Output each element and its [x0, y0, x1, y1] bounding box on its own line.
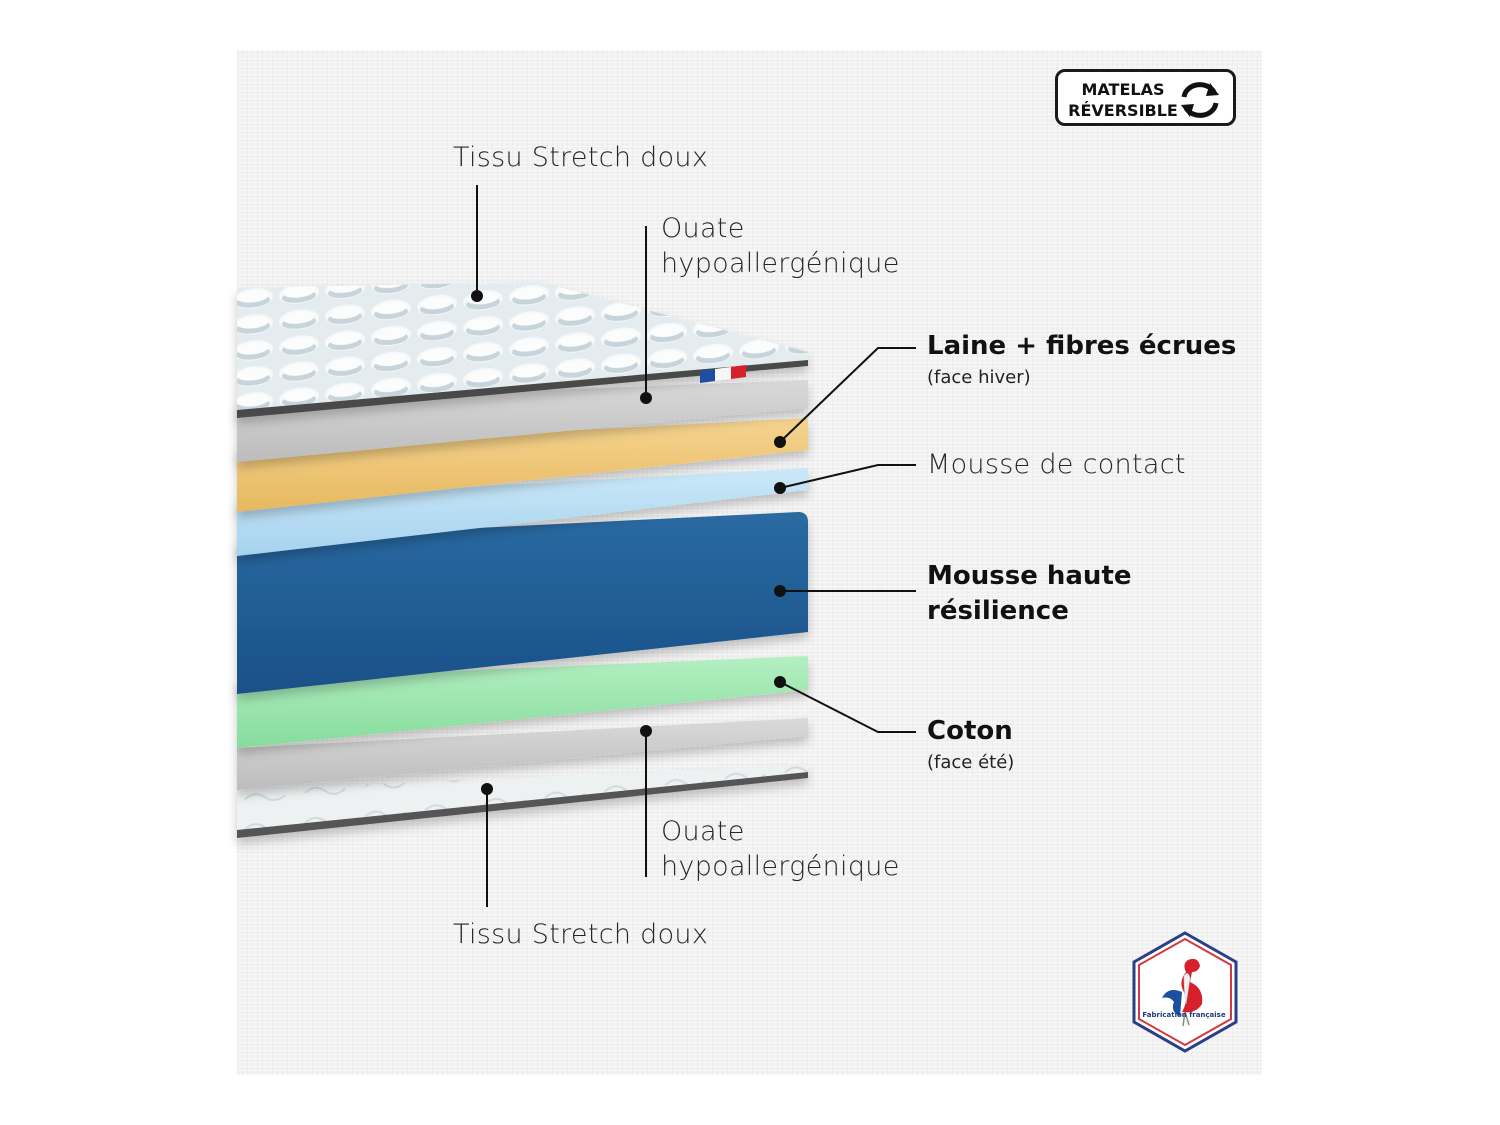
leader-dots — [471, 290, 786, 795]
label-bottom-wadding-line2: hypoallergénique — [661, 851, 900, 882]
label-wool: Laine + fibres écrues (face hiver) — [927, 331, 1236, 388]
label-wool-title: Laine + fibres écrues — [927, 331, 1237, 361]
label-top-wadding-line2: hypoallergénique — [661, 248, 900, 279]
layer-hr-foam — [237, 512, 808, 694]
badge-text: MATELAS RÉVERSIBLE — [1068, 79, 1178, 121]
label-contact-foam: Mousse de contact — [927, 449, 1186, 480]
leader-contact-foam — [779, 464, 916, 489]
label-hr-foam: Mousse haute résilience — [927, 559, 1132, 629]
layer-bottom-fabric — [237, 765, 808, 838]
fabrication-francaise-seal — [1132, 931, 1238, 1053]
badge-line2: RÉVERSIBLE — [1068, 101, 1178, 120]
label-bottom-wadding: Ouate hypoallergénique — [661, 814, 900, 884]
layer-top-fabric — [237, 282, 808, 418]
label-cotton: Coton (face été) — [927, 716, 1014, 773]
label-top-wadding: Ouate hypoallergénique — [661, 211, 900, 281]
layer-bottom-wadding — [237, 718, 808, 790]
label-hr-foam-line2: résilience — [927, 596, 1069, 626]
leader-cotton — [779, 681, 916, 733]
seal-text: Fabrication française — [1142, 1011, 1226, 1019]
french-rooster-icon — [1162, 958, 1203, 1027]
label-bottom-wadding-line1: Ouate — [661, 816, 745, 847]
label-top-wadding-line1: Ouate — [661, 213, 745, 244]
label-wool-sub: (face hiver) — [927, 367, 1031, 388]
layer-contact-foam — [237, 468, 808, 556]
label-bottom-fabric: Tissu Stretch doux — [453, 919, 709, 950]
label-cotton-title: Coton — [927, 716, 1013, 746]
label-top-fabric: Tissu Stretch doux — [453, 142, 709, 173]
french-flag-icon — [700, 365, 746, 383]
leader-lines — [476, 185, 916, 907]
layer-cotton — [237, 656, 808, 748]
label-cotton-sub: (face été) — [927, 752, 1015, 773]
badge-line1: MATELAS — [1081, 80, 1165, 99]
reversible-badge: MATELAS RÉVERSIBLE — [1055, 69, 1236, 126]
label-hr-foam-line1: Mousse haute — [927, 561, 1132, 591]
reverse-arrows-icon — [1181, 82, 1219, 118]
leader-wool — [779, 347, 916, 443]
